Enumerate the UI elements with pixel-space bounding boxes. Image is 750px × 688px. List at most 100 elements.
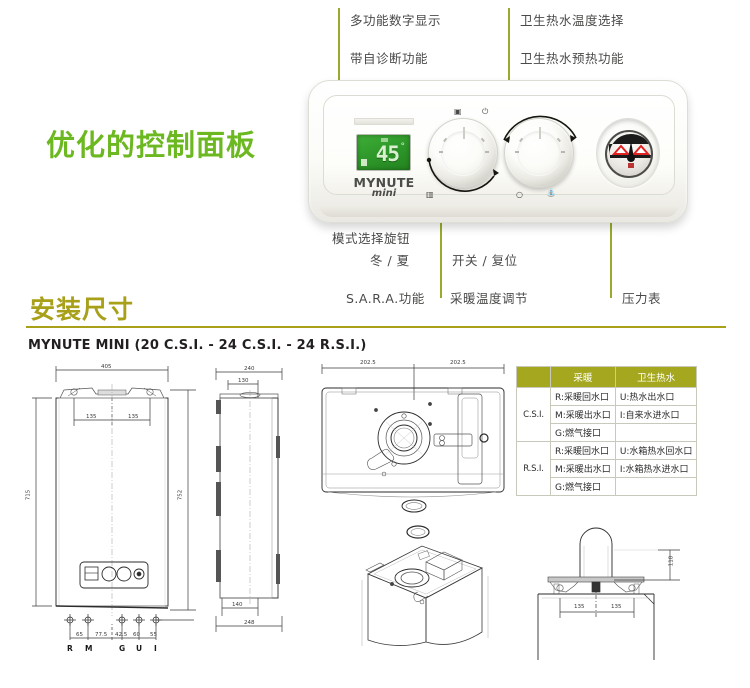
cell-dhw: I:水箱热水进水口 [614, 459, 698, 478]
detail-view-drawing [537, 527, 680, 660]
dhw-knob-rotation-arrow [503, 115, 577, 143]
mode-knob-rotation-arrow [426, 157, 499, 192]
mode-knob-pointer [463, 127, 465, 139]
lcd-display: 45 ° [356, 134, 411, 171]
front-spacing-dim: 42.5 [115, 632, 128, 638]
table-corner-cell [516, 366, 551, 388]
brand-logo: MYNUTE mini [352, 175, 416, 199]
pressure-gauge-face [605, 130, 653, 178]
mode-knob-tick [485, 151, 489, 153]
callout-sara-function: S.A.R.A.功能 [346, 291, 425, 306]
callout-heating-temp-adjust: 采暖温度调节 [450, 291, 529, 306]
cell-dhw: U:热水出水口 [614, 387, 698, 406]
cell-heating: M:采暖出水口 [550, 405, 616, 424]
front-spacing-dim: 55 [150, 632, 157, 638]
cell-heating: R:采暖回水口 [550, 441, 616, 460]
table-row: M:采暖出水口 I:水箱热水进水口 [517, 459, 698, 478]
mode-selector-knob[interactable] [428, 118, 498, 188]
mode-knob-tick [439, 151, 443, 153]
isometric-view-drawing [361, 525, 489, 646]
front-height-right-dim: 752 [177, 489, 184, 501]
dhw-knob-tick [561, 151, 565, 153]
faucet-icon: ⛲ [546, 188, 556, 197]
table-header-dhw: 卫生热水 [614, 366, 698, 388]
side-depth-bottom-dim: 248 [244, 620, 255, 626]
off-circle-icon: ○ [516, 190, 523, 199]
heading-optimized-panel: 优化的控制面板 [46, 128, 257, 162]
cell-heating: R:采暖回水口 [550, 387, 616, 406]
port-label-I: I [154, 644, 157, 653]
cell-dhw [614, 423, 698, 442]
table-row: M:采暖出水口 I:自来水进水口 [517, 405, 698, 424]
lcd-segment-bar [381, 138, 388, 142]
cell-dhw [614, 477, 698, 496]
table-row: R.S.I. R:采暖回水口 U:水箱热水回水口 [516, 441, 698, 496]
product-model-title: MYNUTE MINI (20 C.S.I. - 24 C.S.I. - 24 … [28, 338, 367, 353]
front-height-left-dim: 715 [25, 489, 32, 501]
heading-install-dimensions: 安装尺寸 [30, 295, 135, 324]
callout-line-dhw-temp [508, 8, 510, 142]
dhw-knob-tick [515, 151, 519, 153]
callout-line-pressure-gauge [610, 152, 612, 298]
panel-inner-bezel: 45 ° MYNUTE mini ▣ ⏻ [323, 95, 675, 199]
front-view-drawing [32, 366, 196, 640]
cell-dhw: I:自来水进水口 [614, 405, 698, 424]
table-row: C.S.I. R:采暖回水口 U:热水出水口 [516, 387, 698, 442]
panel-slot [354, 118, 414, 125]
brand-name: MYNUTE [353, 175, 415, 190]
callout-self-diagnostics: 带自诊断功能 [350, 51, 429, 66]
callout-power-reset: 开关 / 复位 [452, 253, 518, 268]
front-spacing-dim: 60 [133, 632, 140, 638]
brand-subname: mini [371, 188, 397, 199]
connections-spec-table: 采暖 卫生热水 C.S.I. R:采暖回水口 U:热水出水口 M:采暖出水口 I… [516, 366, 698, 496]
dhw-knob-pointer [539, 127, 541, 139]
table-header-heating: 采暖 [550, 366, 616, 388]
port-label-U: U [136, 644, 143, 653]
cell-heating: G:燃气接口 [550, 423, 616, 442]
boiler-control-panel: 45 ° MYNUTE mini ▣ ⏻ [308, 80, 688, 223]
cell-dhw: U:水箱热水回水口 [614, 441, 698, 460]
power-icon: ⏻ [482, 107, 489, 116]
control-panel-section: 优化的控制面板 多功能数字显示 带自诊断功能 卫生热水温度选择 卫生热水预热功能… [0, 0, 750, 328]
side-depth-top-dim: 240 [244, 366, 255, 372]
front-spacing-dim: 65 [76, 632, 83, 638]
lcd-degree-symbol: ° [400, 142, 406, 152]
front-inner-left-dim: 135 [86, 414, 97, 420]
group-label-csi: C.S.I. [516, 387, 551, 442]
callout-pressure-gauge: 压力表 [622, 291, 662, 306]
port-label-G: G [119, 644, 126, 653]
detail-left-dim: 135 [574, 604, 585, 610]
side-offset-top-dim: 130 [238, 378, 249, 384]
table-row: G:燃气接口 [517, 423, 698, 442]
callout-line-display [338, 8, 340, 130]
top-half-left-dim: 202.5 [360, 360, 376, 366]
callout-mode-select-knob: 模式选择旋钮 [332, 231, 411, 246]
lcd-temperature-value: 45 [375, 142, 400, 166]
table-row: G:燃气接口 [517, 477, 698, 496]
technical-drawings-section: MYNUTE MINI (20 C.S.I. - 24 C.S.I. - 24 … [0, 330, 750, 688]
group-label-rsi: R.S.I. [516, 441, 551, 496]
cell-heating: G:燃气接口 [550, 477, 616, 496]
front-width-dim: 405 [101, 364, 112, 370]
top-view-drawing [321, 364, 505, 513]
panel-base-lip [319, 204, 679, 217]
pressure-gauge-dial [609, 134, 651, 168]
side-view-drawing [215, 368, 283, 632]
winter-snowflake-icon: ▣ [454, 107, 462, 116]
detail-height-dim: 118 [668, 555, 675, 567]
detail-right-dim: 135 [611, 604, 622, 610]
callout-winter-summer: 冬 / 夏 [370, 253, 410, 268]
port-label-R: R [67, 644, 73, 653]
port-label-M: M [85, 644, 93, 653]
table-header-row: 采暖 卫生热水 [516, 366, 698, 388]
callout-multifunction-display: 多功能数字显示 [350, 13, 442, 28]
radiator-icon: ▥ [426, 190, 434, 199]
side-offset-bottom-dim: 140 [232, 602, 243, 608]
top-half-right-dim: 202.5 [450, 360, 466, 366]
callout-dhw-preheat: 卫生热水预热功能 [520, 51, 625, 66]
dhw-temperature-knob[interactable] [504, 118, 574, 188]
cell-heating: M:采暖出水口 [550, 459, 616, 478]
pressure-gauge [596, 118, 660, 188]
callout-dhw-temperature: 卫生热水温度选择 [520, 13, 625, 28]
front-spacing-dim: 77.5 [95, 632, 108, 638]
